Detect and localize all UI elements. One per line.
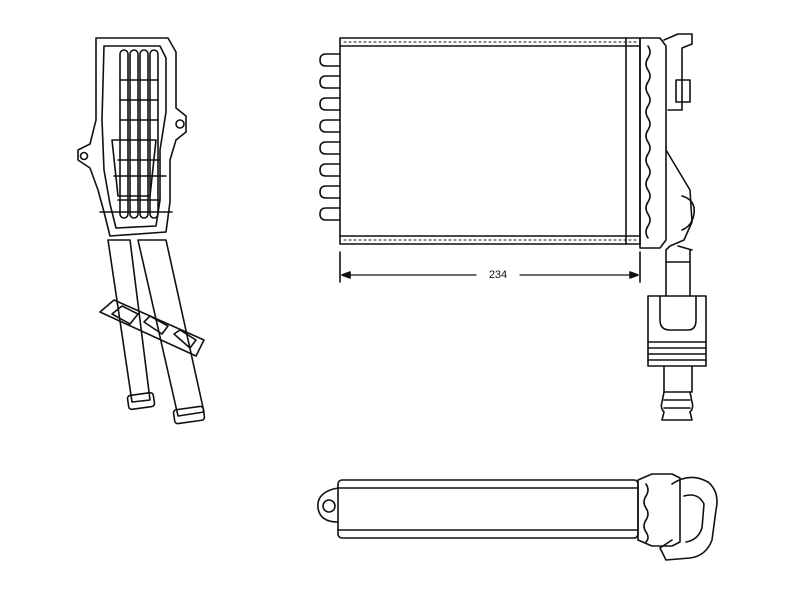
side-pipe-right-end	[173, 406, 205, 424]
outlet-connector	[648, 296, 706, 366]
dimension-width-label: 234	[478, 268, 518, 282]
width-dimension	[340, 252, 640, 282]
core-outline	[340, 38, 640, 244]
side-tube-bundle	[118, 50, 160, 218]
header-tank-wave	[646, 46, 650, 238]
front-view	[320, 34, 706, 420]
dimension-arrow-left	[342, 272, 350, 278]
side-view	[78, 38, 205, 424]
outlet-nozzle	[664, 366, 692, 392]
top-eyelet	[318, 488, 338, 522]
side-inner-bracket	[112, 140, 156, 196]
side-mount-hole	[176, 120, 184, 128]
top-elbow	[660, 477, 717, 560]
top-view	[318, 474, 717, 560]
side-pipe-left-end	[127, 392, 155, 409]
top-tank	[638, 474, 680, 546]
side-pipe-left	[108, 240, 150, 402]
top-eyelet-hole	[323, 500, 335, 512]
header-top-clip	[664, 34, 692, 110]
outlet-body	[666, 150, 692, 296]
core-tube-ends	[320, 54, 340, 220]
side-mount-hole-left	[81, 153, 88, 160]
dimension-arrow-right	[630, 272, 638, 278]
side-pipe-clamp	[100, 300, 204, 356]
header-tank	[640, 38, 666, 248]
side-housing-outline	[78, 38, 186, 236]
